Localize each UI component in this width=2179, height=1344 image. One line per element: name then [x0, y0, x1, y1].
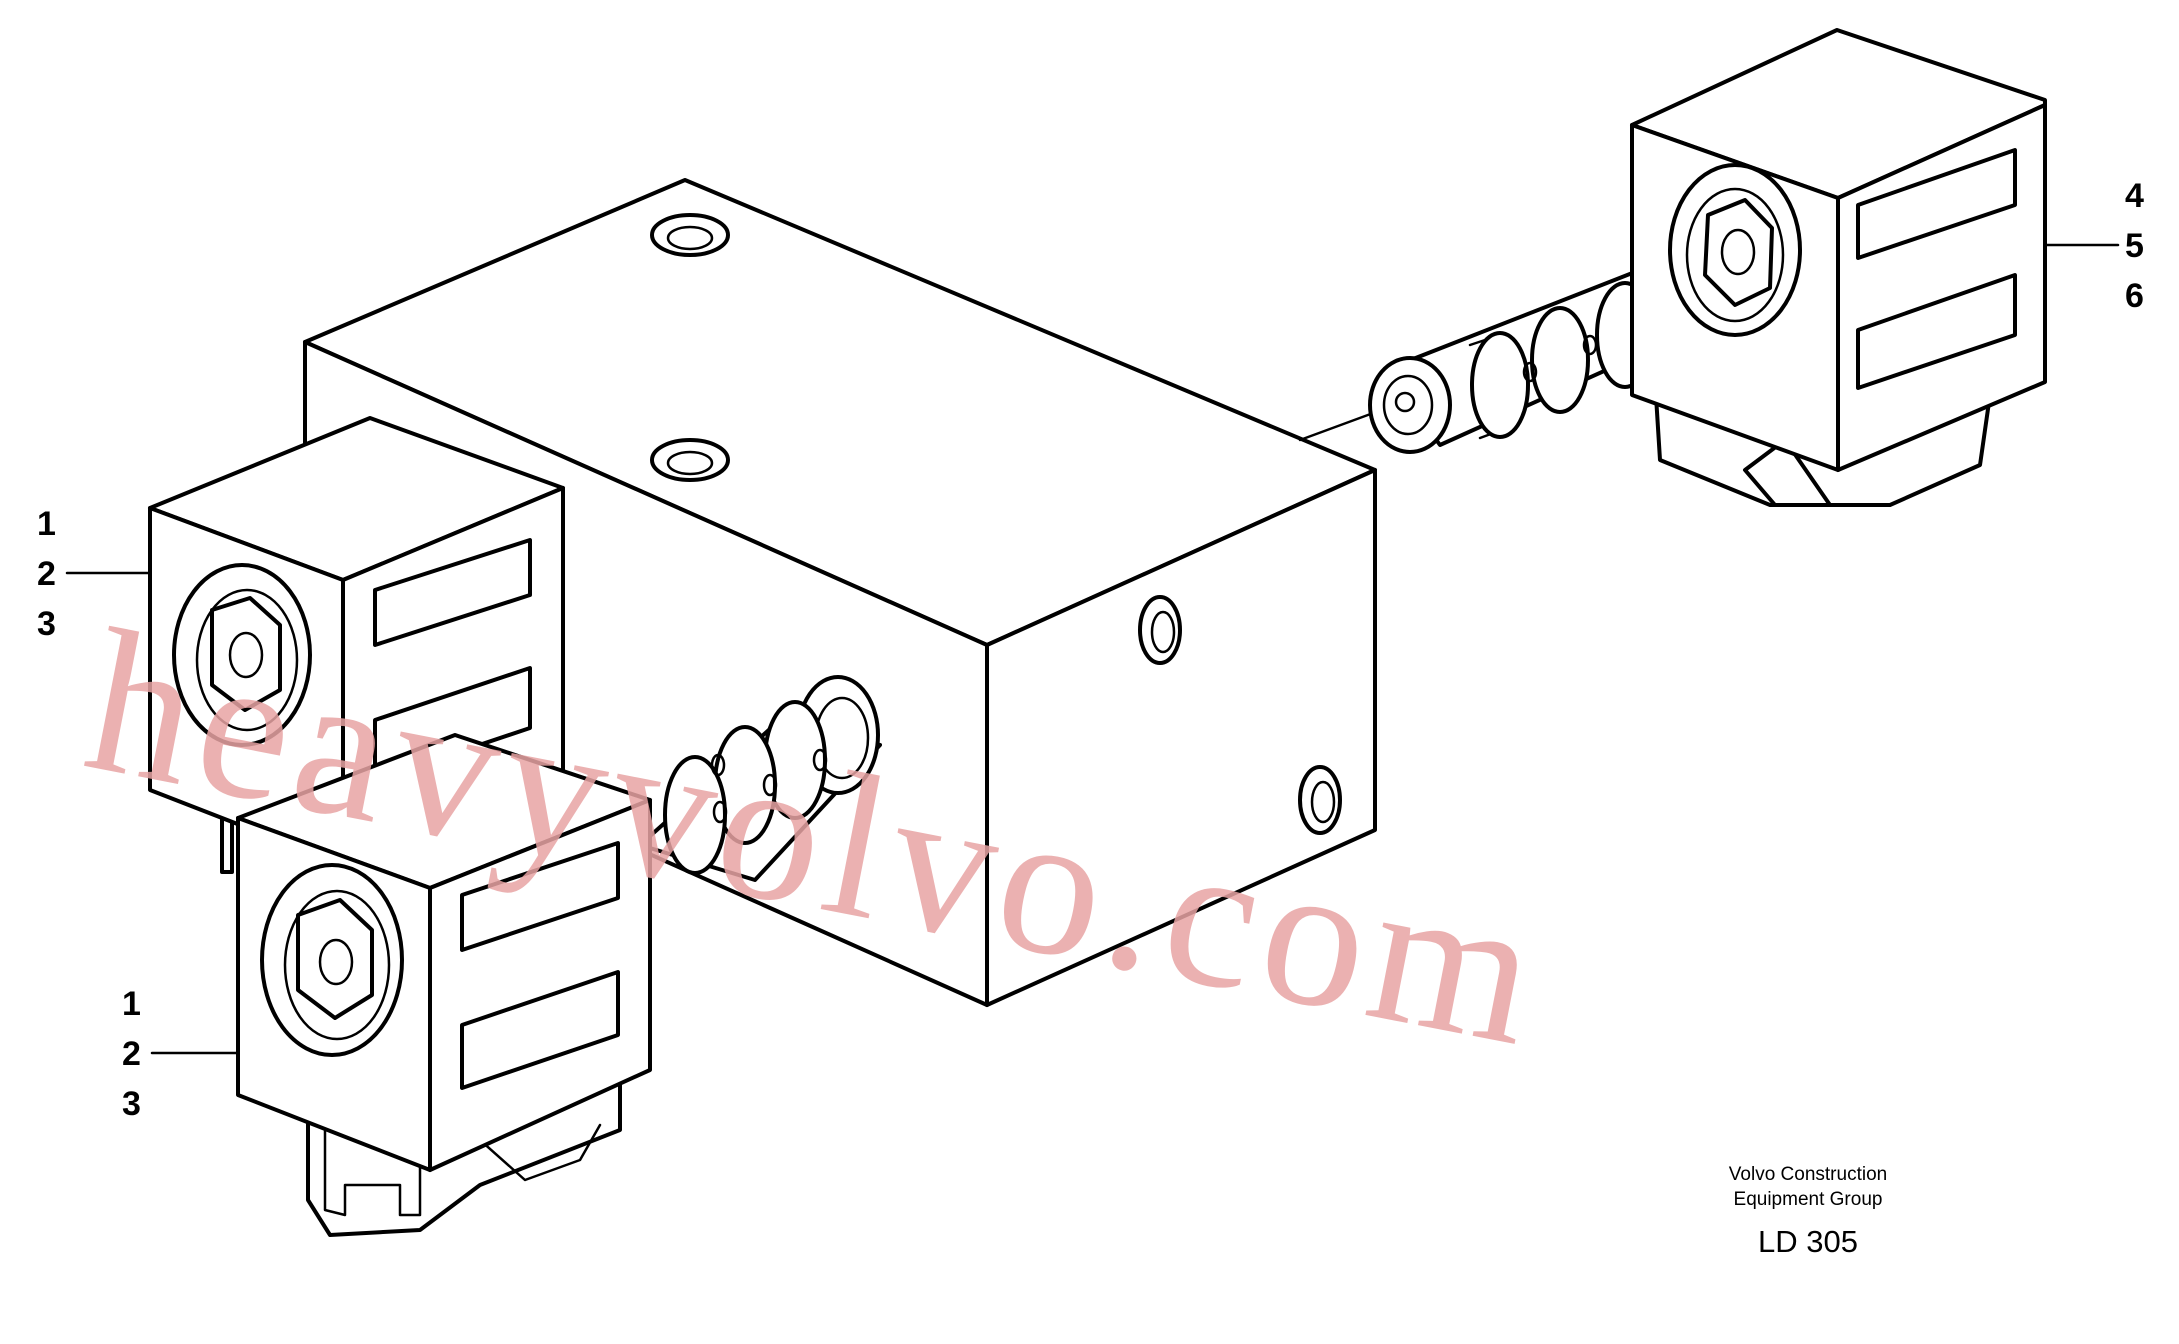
- caption-line-2: Equipment Group: [1734, 1189, 1883, 1210]
- caption-line-1: Volvo Construction: [1729, 1164, 1887, 1185]
- lower-left-solenoid-coil: [236, 733, 652, 1237]
- left-cartridge-valve: [638, 675, 882, 882]
- callout-label: 2: [37, 555, 56, 593]
- caption-block: Volvo Construction Equipment Group LD 30…: [1729, 1164, 1887, 1259]
- right-solenoid-coil: [1630, 28, 2047, 507]
- callout-label: 1: [37, 505, 56, 543]
- drawing-code: LD 305: [1758, 1224, 1858, 1259]
- callout-group-right: 4 5 6: [2043, 177, 2144, 315]
- callout-group-left-lower: 1 2 3: [122, 985, 240, 1123]
- callout-label: 4: [2125, 177, 2144, 215]
- callout-label: 3: [122, 1085, 141, 1123]
- callout-label: 5: [2125, 227, 2144, 265]
- callout-label: 3: [37, 605, 56, 643]
- callout-label: 6: [2125, 277, 2144, 315]
- callout-label: 2: [122, 1035, 141, 1073]
- callout-group-left-upper: 1 2 3: [37, 505, 152, 643]
- callout-label: 1: [122, 985, 141, 1023]
